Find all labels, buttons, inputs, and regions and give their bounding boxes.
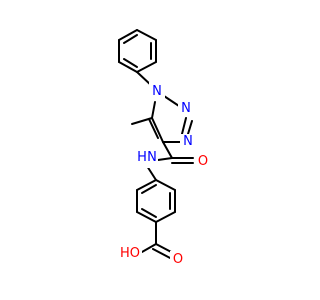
atom-nh-n: N [147, 150, 157, 165]
bond-inner [141, 208, 157, 218]
bond-inner [141, 184, 157, 194]
atom-n2: N [181, 101, 191, 116]
benzene-ring [136, 179, 176, 223]
bond [187, 120, 193, 135]
triazole-ring [148, 95, 193, 143]
bond [136, 29, 157, 41]
atom-labels: N N N O H N HO O [120, 82, 211, 267]
bond [118, 61, 138, 73]
atom-n3: N [183, 134, 193, 149]
bond-inner [123, 58, 138, 68]
bond-methyl [131, 117, 153, 125]
molecule-structure-diagram: N N N O H N HO O [118, 29, 211, 267]
atom-o-amide: O [198, 154, 208, 169]
bond [181, 117, 187, 135]
bond-acid-co-double [152, 248, 173, 260]
phenyl-ring [118, 29, 157, 73]
bond-inner [123, 34, 138, 44]
bond [118, 29, 138, 41]
bond [155, 211, 176, 223]
bond [155, 179, 176, 191]
bond [136, 179, 157, 191]
bond [136, 211, 157, 223]
atom-nh-h: H [137, 150, 147, 165]
bond [136, 61, 157, 73]
bond [151, 117, 164, 143]
atom-oh: HO [120, 246, 140, 261]
bond-acid-oh [141, 243, 157, 253]
bond [148, 118, 159, 139]
bond-c4-carbonyl [162, 141, 173, 159]
bond-carbonyl-nh [157, 157, 173, 161]
atom-o-acid: O [173, 252, 183, 267]
bond [151, 101, 156, 119]
atom-n1: N [152, 84, 162, 99]
bond-nh-ring [146, 165, 157, 181]
